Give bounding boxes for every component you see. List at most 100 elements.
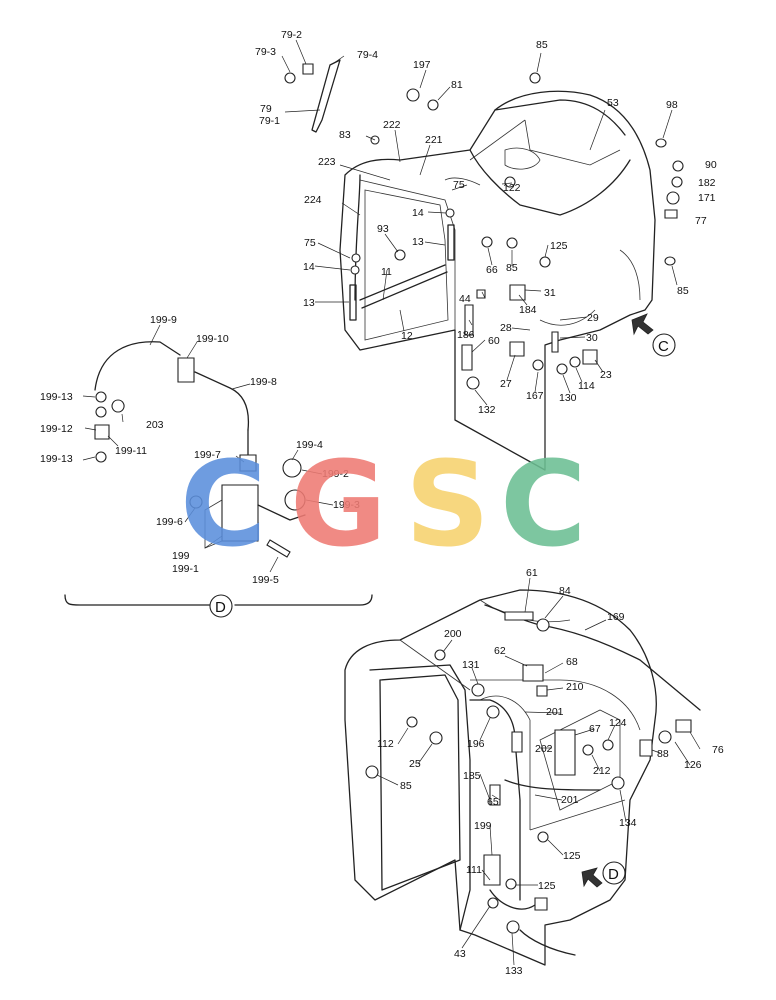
- label-111: 111: [466, 864, 482, 876]
- label-199-11: 199-11: [115, 445, 147, 457]
- label-199-10: 199-10: [196, 333, 229, 345]
- label-77: 77: [695, 215, 707, 227]
- label-167: 167: [526, 390, 544, 402]
- watermark-letter-c1: C: [180, 435, 267, 573]
- label-75-a: 75: [453, 179, 465, 191]
- label-85-d: 85: [400, 780, 412, 792]
- label-44: 44: [459, 293, 471, 305]
- label-90: 90: [705, 159, 717, 171]
- label-25: 25: [409, 758, 421, 770]
- watermark-letter-s: S: [405, 435, 490, 573]
- label-199-6: 199-6: [156, 516, 183, 528]
- label-60: 60: [488, 335, 500, 347]
- label-224: 224: [304, 194, 322, 206]
- label-98: 98: [666, 99, 678, 111]
- label-199-2: 199-2: [322, 468, 349, 480]
- label-68: 68: [566, 656, 578, 668]
- label-88: 88: [657, 748, 669, 760]
- watermark-letter-g: G: [290, 435, 387, 573]
- label-13-a: 13: [412, 236, 424, 248]
- label-223: 223: [318, 156, 336, 168]
- watermark-letter-c2: C: [500, 435, 587, 573]
- label-79-2: 79-2: [281, 29, 302, 41]
- label-199: 199: [172, 550, 190, 562]
- label-83: 83: [339, 129, 351, 141]
- label-133: 133: [505, 965, 523, 977]
- label-184: 184: [519, 304, 537, 316]
- label-197: 197: [413, 59, 431, 71]
- label-199-4: 199-4: [296, 439, 323, 451]
- label-126: 126: [684, 759, 702, 771]
- label-23: 23: [600, 369, 612, 381]
- label-112: 112: [377, 738, 394, 750]
- label-14-a: 14: [412, 207, 424, 219]
- lower-cab-assembly: [344, 589, 701, 966]
- upper-cab-assembly: [284, 59, 684, 471]
- label-12: 12: [401, 330, 413, 342]
- view-marker-c: C: [658, 338, 669, 355]
- label-53: 53: [607, 97, 619, 109]
- view-marker-d-top: D: [215, 599, 226, 616]
- label-210: 210: [566, 681, 584, 693]
- label-130: 130: [559, 392, 577, 404]
- label-199-8: 199-8: [250, 376, 277, 388]
- label-185: 185: [463, 770, 481, 782]
- label-221: 221: [425, 134, 443, 146]
- label-199-13-a: 199-13: [40, 391, 73, 403]
- label-132: 132: [478, 404, 496, 416]
- leader-lines: [82, 39, 701, 966]
- label-201-a: 201: [546, 706, 564, 718]
- label-186: 186: [457, 329, 475, 341]
- label-134: 134: [619, 817, 637, 829]
- label-28: 28: [500, 322, 512, 334]
- label-199-1: 199-1: [172, 563, 199, 575]
- label-93: 93: [377, 223, 389, 235]
- label-79-3: 79-3: [255, 46, 276, 58]
- label-125-c: 125: [538, 880, 556, 892]
- label-11: 11: [381, 266, 392, 278]
- label-62: 62: [494, 645, 506, 657]
- label-29: 29: [587, 312, 599, 324]
- part-labels: 79-2 79-3 79-4 79 79-1 83 222 221 223 22…: [40, 29, 724, 977]
- label-199-b: 199: [474, 820, 492, 832]
- label-199-7: 199-7: [194, 449, 221, 461]
- label-131: 131: [462, 659, 480, 671]
- label-171: 171: [698, 192, 716, 204]
- label-169: 169: [607, 611, 625, 623]
- label-203: 203: [146, 419, 164, 431]
- label-202: 202: [535, 743, 553, 755]
- label-66: 66: [486, 264, 498, 276]
- label-31: 31: [544, 287, 556, 299]
- label-85-b: 85: [506, 262, 518, 274]
- label-85-a: 85: [536, 39, 548, 51]
- label-122: 122: [503, 182, 521, 194]
- label-67: 67: [589, 723, 601, 735]
- label-14-b: 14: [303, 261, 315, 273]
- label-124: 124: [609, 717, 627, 729]
- label-222: 222: [383, 119, 401, 131]
- label-199-13-b: 199-13: [40, 453, 73, 465]
- watermark: C G S C: [180, 435, 587, 573]
- label-125-a: 125: [550, 240, 568, 252]
- label-201-b: 201: [561, 794, 579, 806]
- label-199-3: 199-3: [333, 499, 360, 511]
- label-199-12: 199-12: [40, 423, 73, 435]
- label-196: 196: [467, 738, 485, 750]
- label-79: 79: [260, 103, 272, 115]
- label-43: 43: [454, 948, 466, 960]
- label-200: 200: [444, 628, 462, 640]
- label-30: 30: [586, 332, 598, 344]
- label-125-b: 125: [563, 850, 581, 862]
- label-79-4: 79-4: [357, 49, 378, 61]
- label-27: 27: [500, 378, 512, 390]
- label-182: 182: [698, 177, 716, 189]
- label-199-5: 199-5: [252, 574, 279, 586]
- label-212: 212: [593, 765, 611, 777]
- view-marker-d-bottom: D: [608, 866, 619, 883]
- label-75-b: 75: [304, 237, 316, 249]
- detail-d-assembly: [64, 341, 373, 618]
- label-114: 114: [578, 380, 595, 392]
- label-79-1: 79-1: [259, 115, 280, 127]
- label-76: 76: [712, 744, 724, 756]
